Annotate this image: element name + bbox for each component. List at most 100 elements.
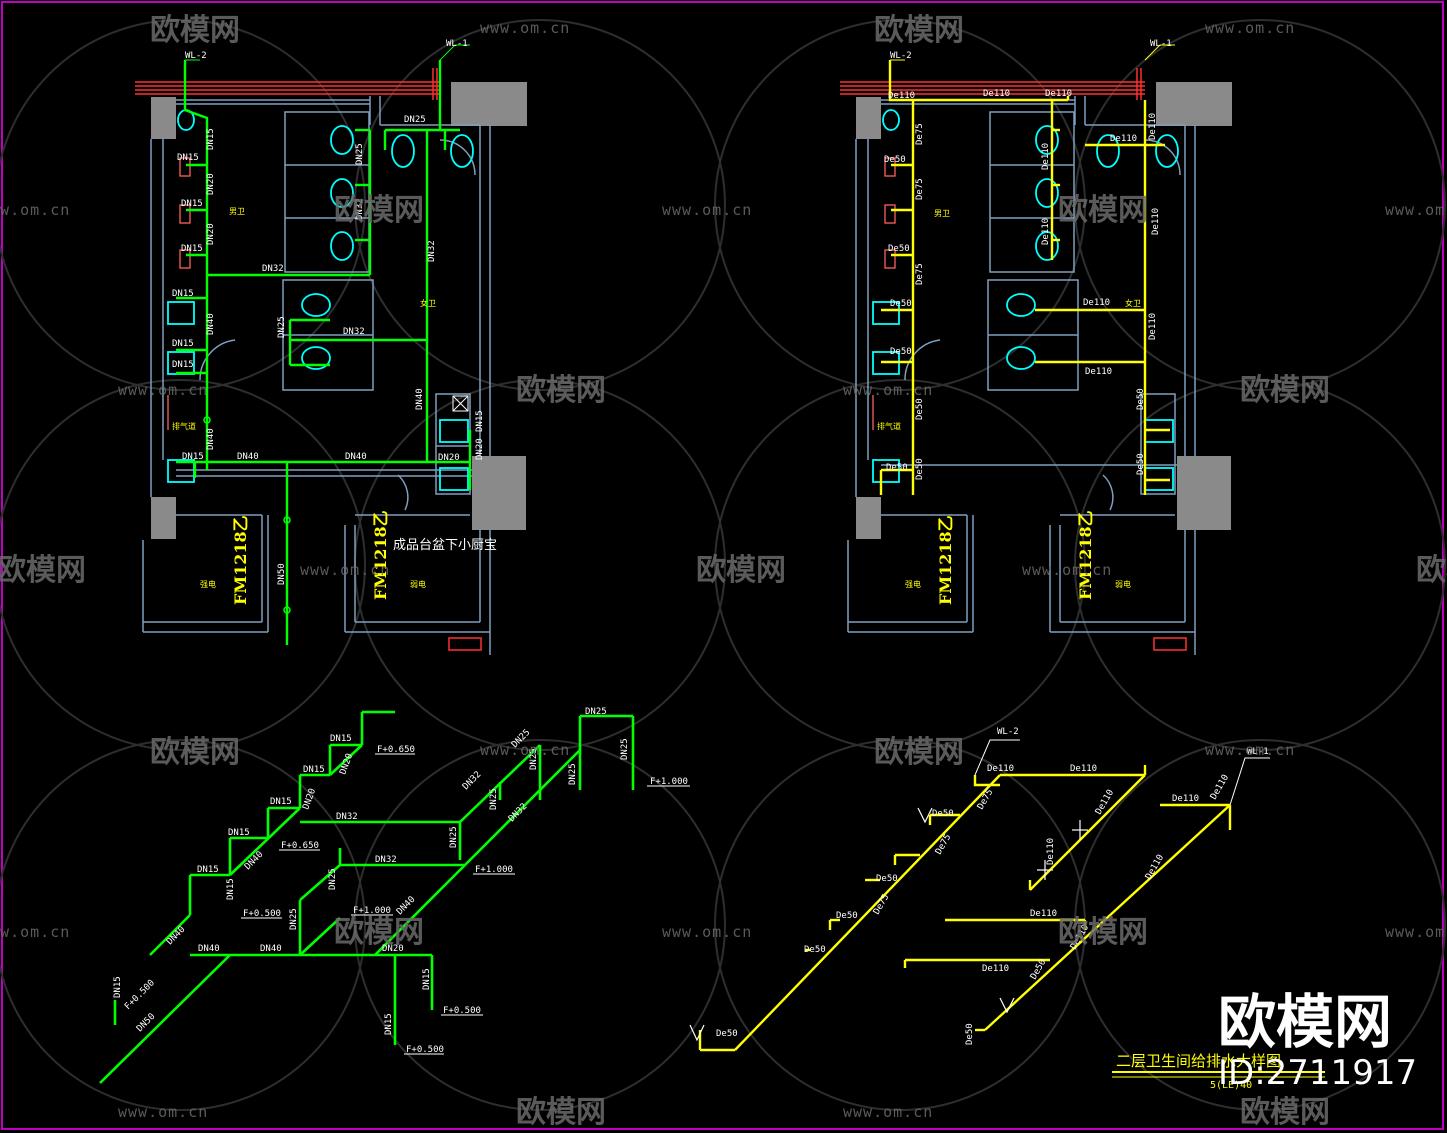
watermark-brand: 欧模网 [1058,193,1148,228]
pipe-label: DN15 [181,199,203,209]
supply-axonometric: DN25 DN25 DN25 DN25 DN25 DN25 DN25 DN25 … [99,707,690,1084]
elevation-label: F+0.500 [406,1045,444,1055]
room-label: 男卫 [934,209,950,218]
pipe-label: DN20 [438,453,460,463]
pipe-label: DN15 [197,865,219,875]
column [856,497,881,539]
pipe-label: De50 [890,299,912,309]
title-block: 二层卫生间给排水大样图 5(LE)40 [1112,1052,1325,1091]
watermark-url: www.om.cn [843,381,933,399]
watermark-brand: 欧模网 [516,373,606,408]
pipe-label: De110 [1110,134,1137,144]
watermarks: 欧模网 欧模网 欧模网 欧模网 欧模网 欧模网 欧模网 欧模网 欧模网 欧模网 … [0,13,1447,1130]
note-label: 成品台盆下小厨宝 [393,538,497,553]
room-label: 弱电 [410,579,426,589]
watermark-url: www.om.cn [1205,19,1295,37]
pipe-label: DN40 [415,388,425,410]
brand-stamp: 欧模网 ID:2711917 [1218,988,1417,1093]
pipe-label: De110 [1172,794,1199,804]
pipe-label: DN40 [260,944,282,954]
walls [847,96,1196,655]
vent-box-cross [452,395,469,412]
pipe-label: DN40 [345,452,367,462]
riser-leader [1144,44,1175,61]
pipe-label: De110 [982,964,1009,974]
column [151,97,176,139]
brand-id: ID:2711917 [1218,1053,1417,1093]
pipe-label: DN40 [206,428,216,450]
watermark-url: www.om.cn [1205,741,1295,759]
watermark-brand: 欧模网 [874,735,964,770]
watermark-brand: 欧模网 [334,193,424,228]
pipe-label: DN25 [449,826,459,848]
pipe-label: De110 [1045,89,1072,99]
pipe-label: DN25 [568,763,578,785]
room-label: 排气道 [877,421,901,431]
riser-label: WL-1 [446,39,468,49]
room-label: 强电 [905,579,921,589]
pipe-label: DN20 [206,223,216,245]
pipe-label: De75 [915,263,925,285]
pipe-label: DN25 [289,908,299,930]
pipe-label: De50 [716,1029,738,1039]
column [151,497,176,539]
pipe-label: DN50 [277,563,287,585]
pipe-label: De50 [1136,453,1146,475]
pipe-label: De110 [1083,298,1110,308]
watermark-brand: 欧模网 [0,553,86,588]
watermark-circles [0,19,1446,1111]
pipe-label: De50 [804,945,826,955]
pipe-label: DN15 [113,976,123,998]
riser-leader [974,739,1020,776]
watermark-url: www.om.cn [662,923,752,941]
column [1156,82,1232,126]
pipe-label: DN40 [237,452,259,462]
urinals [872,157,896,430]
pipe-label: De50 [886,463,908,473]
pipe-label: DN15 [172,289,194,299]
pipe-label: DN25 [620,738,630,760]
pipe-label: DN32 [355,198,365,220]
pipe-label: DN20 [475,438,485,460]
pipe-label: De50 [932,809,954,819]
elevation-label: F+1.000 [475,865,513,875]
drawing-title: 二层卫生间给排水大样图 [1116,1052,1281,1070]
watermark-url: www.om.cn [118,1103,208,1121]
pipe-label: De110 [987,764,1014,774]
valves [203,416,291,614]
pipe-label: DN15 [172,360,194,370]
pipe-label: De110 [1148,313,1158,340]
pipe-label: DN32 [343,327,365,337]
room-label: 女卫 [420,298,436,308]
elevation-label: F+1.000 [650,777,688,787]
watermark-url: www.om.cn [843,1103,933,1121]
pipe-label: De110 [1148,113,1158,140]
fire-hydrant [448,637,482,651]
watermark-url: www.om.cn [480,741,570,759]
pipe-label: DN15 [270,797,292,807]
pipe-label: DN15 [303,765,325,775]
watermark-brand: 欧模网 [696,553,786,588]
pipe-label: De110 [983,89,1010,99]
pipe-label: De110 [1046,838,1056,865]
watermark-url: www.om.cn [480,19,570,37]
right-plan-drain: WL-2 WL-1 De110 De110 De110 De75 De50 De… [840,39,1232,655]
pipe-label: DN40 [198,944,220,954]
pipe-label: De50 [1136,388,1146,410]
pipe-label: DN15 [228,828,250,838]
supply-pipes [176,60,472,645]
pipe-label: DN25 [355,143,365,165]
pipe-label: De110 [1041,218,1051,245]
watermark-url: www.om.cn [118,381,208,399]
pipe-label: De75 [915,123,925,145]
column [472,456,526,530]
watermark-brand: 欧模网 [1240,373,1330,408]
pipe-label: DN15 [172,339,194,349]
elevation-label: F+0.650 [377,745,415,755]
pipe-label: De50 [915,458,925,480]
pipe-label: DN25 [404,115,426,125]
pipe-label: DN25 [328,868,338,890]
elevation-label: F+0.650 [281,841,319,851]
riser-leader [1229,757,1270,806]
